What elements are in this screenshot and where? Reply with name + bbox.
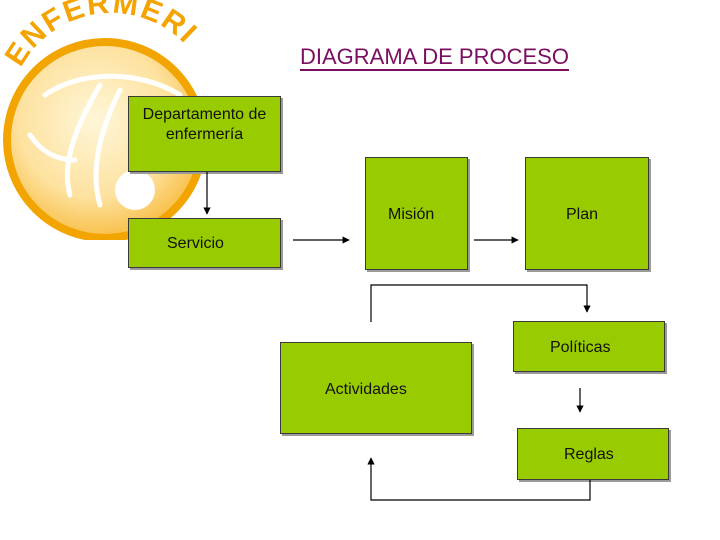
box-politicas: Políticas (513, 321, 665, 372)
page-title: DIAGRAMA DE PROCESO (300, 44, 569, 69)
box-departamento-label: Departamento de enfermería (142, 106, 267, 143)
arrow-plan-politicas (370, 284, 591, 322)
arrow-reglas-actividades (367, 457, 591, 501)
box-reglas: Reglas (517, 428, 669, 480)
box-mision-label: Misión (388, 206, 435, 223)
stethoscope-bell (115, 170, 155, 210)
box-departamento: Departamento de enfermería (128, 96, 281, 172)
box-actividades-label: Actividades (325, 381, 407, 398)
box-mision: Misión (365, 157, 468, 270)
box-reglas-label: Reglas (564, 446, 614, 463)
box-servicio: Servicio (128, 218, 281, 268)
box-plan: Plan (525, 157, 649, 270)
box-servicio-label: Servicio (167, 235, 224, 252)
box-plan-label: Plan (566, 206, 599, 223)
box-politicas-label: Políticas (550, 339, 611, 356)
box-actividades: Actividades (280, 342, 472, 434)
stethoscope-icon (27, 73, 183, 208)
